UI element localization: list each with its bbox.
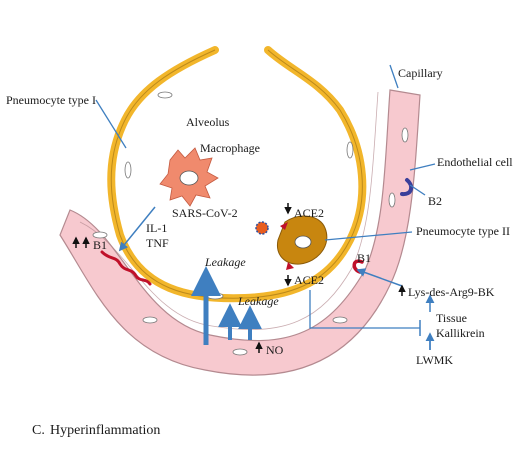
endothelial-nucleus (92, 231, 108, 239)
endothelial-nucleus (232, 348, 248, 356)
caption-letter: C. (32, 423, 45, 438)
label-lys-des-arg9-bk: Lys-des-Arg9-BK (408, 285, 495, 299)
ace2-inhibition-line (309, 290, 420, 329)
endothelial-nucleus (401, 127, 409, 143)
endothelial-nucleus (332, 316, 348, 324)
macrophage-cell (159, 147, 219, 207)
ace2-receptor-icon (280, 222, 288, 230)
pointer-line (324, 231, 413, 241)
alveolus-wall (107, 46, 367, 303)
label-lwmk: LWMK (416, 353, 453, 367)
label-ace2-bottom: ACE2 (294, 273, 324, 287)
pointer-line (409, 184, 426, 196)
label-il-1: IL-1 (146, 221, 167, 235)
label-sars-cov-2: SARS-CoV-2 (172, 206, 238, 220)
label-macrophage: Macrophage (200, 141, 260, 155)
label-leakage-top: Leakage (204, 255, 246, 269)
label-pneumocyte-type-1: Pneumocyte type I (6, 93, 96, 107)
label-no: NO (266, 343, 284, 357)
sars-cov-2-virus (255, 221, 269, 235)
caption-text: Hyperinflammation (50, 423, 160, 438)
capillary-vessel (59, 89, 421, 376)
cytokine-arrow (118, 206, 156, 252)
pointer-line (409, 163, 436, 171)
label-tnf: TNF (146, 236, 169, 250)
label-b1-left: B1 (93, 238, 107, 252)
label-b2: B2 (428, 194, 442, 208)
pneumocyte-type-2-cell (276, 215, 328, 265)
b2-receptor-icon (400, 178, 414, 197)
ace2-receptor-icon (286, 262, 294, 270)
endothelial-nucleus (142, 316, 158, 324)
label-b1-right: B1 (357, 251, 371, 265)
label-ace2-top: ACE2 (294, 206, 324, 220)
label-alveolus: Alveolus (186, 115, 230, 129)
label-tissue: Tissue (436, 311, 467, 325)
label-leakage-bottom: Leakage (237, 294, 279, 308)
label-pneumocyte-type-2: Pneumocyte type II (416, 224, 510, 238)
pointer-line (389, 64, 399, 89)
b1-receptor-cluster-icon (100, 250, 152, 286)
label-endothelial-cell: Endothelial cell (437, 155, 513, 169)
label-kallikrein: Kallikrein (436, 326, 485, 340)
lys-des-arg9-bk-arrow (356, 268, 403, 287)
label-capillary: Capillary (398, 66, 443, 80)
endothelial-nucleus (388, 192, 396, 208)
pointer-line (95, 99, 127, 149)
